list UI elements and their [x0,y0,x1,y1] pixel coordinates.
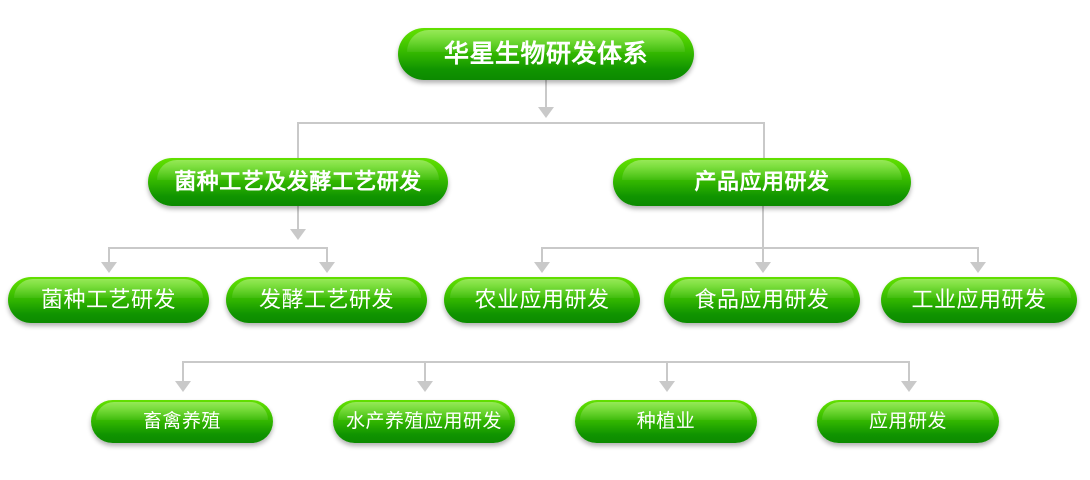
connector-drop-l4-d [908,361,910,383]
connector-stem-left-branch [297,205,299,231]
connector-arrow-l4-a [175,381,191,392]
node-root[interactable]: 华星生物研发体系 [398,28,694,80]
connector-arrow-l3-d [755,262,771,273]
connector-drop-level2-left [297,122,299,160]
node-level3-food-label: 食品应用研发 [694,287,830,312]
connector-root-arrow [538,107,554,118]
connector-drop-l3-a [108,247,110,264]
node-level3-industrial[interactable]: 工业应用研发 [881,277,1077,323]
connector-drop-l3-e [977,247,979,264]
connector-drop-l3-d [762,247,764,264]
node-level2-product-application-label: 产品应用研发 [694,169,830,194]
node-level2-strain-fermentation[interactable]: 菌种工艺及发酵工艺研发 [148,158,448,206]
connector-arrow-l3-e [970,262,986,273]
node-level4-aquaculture[interactable]: 水产养殖应用研发 [333,400,515,443]
node-root-label: 华星生物研发体系 [443,39,648,68]
connector-arrow-l3-b [319,262,335,273]
connector-root-stem [545,79,547,109]
connector-drop-l3-b [326,247,328,264]
connector-bus-level4 [182,361,908,363]
connector-bus-level2 [297,122,765,124]
connector-arrow-l4-c [659,381,675,392]
node-level4-aquaculture-label: 水产养殖应用研发 [345,411,502,432]
connector-drop-level2-right [763,122,765,160]
connector-arrow-l3-c [534,262,550,273]
node-level4-application-label: 应用研发 [868,411,947,432]
connector-arrow-left-branch [290,229,306,240]
node-level3-fermentation-process-label: 发酵工艺研发 [258,287,394,312]
connector-bus-level3-right [541,247,978,249]
connector-drop-l4-b [424,361,426,383]
node-level4-planting[interactable]: 种植业 [575,400,757,443]
connector-stem-right-branch [762,205,764,247]
connector-arrow-l3-a [101,262,117,273]
node-level4-livestock-label: 畜禽养殖 [142,411,221,432]
connector-bus-level3-left [108,247,327,249]
connector-arrow-l4-d [901,381,917,392]
node-level3-agriculture[interactable]: 农业应用研发 [444,277,640,323]
node-level3-agriculture-label: 农业应用研发 [474,287,610,312]
connector-drop-l4-a [182,361,184,383]
node-level3-fermentation-process[interactable]: 发酵工艺研发 [226,277,427,323]
node-level4-planting-label: 种植业 [636,411,696,432]
node-level3-industrial-label: 工业应用研发 [911,287,1047,312]
connector-arrow-l4-b [417,381,433,392]
node-level4-livestock[interactable]: 畜禽养殖 [91,400,273,443]
node-level4-application[interactable]: 应用研发 [817,400,999,443]
node-level2-strain-fermentation-label: 菌种工艺及发酵工艺研发 [174,169,422,194]
node-level3-strain-process-label: 菌种工艺研发 [40,287,176,312]
node-level3-strain-process[interactable]: 菌种工艺研发 [8,277,209,323]
node-level3-food[interactable]: 食品应用研发 [664,277,860,323]
connector-drop-l3-c [541,247,543,264]
connector-drop-l4-c [666,361,668,383]
node-level2-product-application[interactable]: 产品应用研发 [613,158,911,206]
